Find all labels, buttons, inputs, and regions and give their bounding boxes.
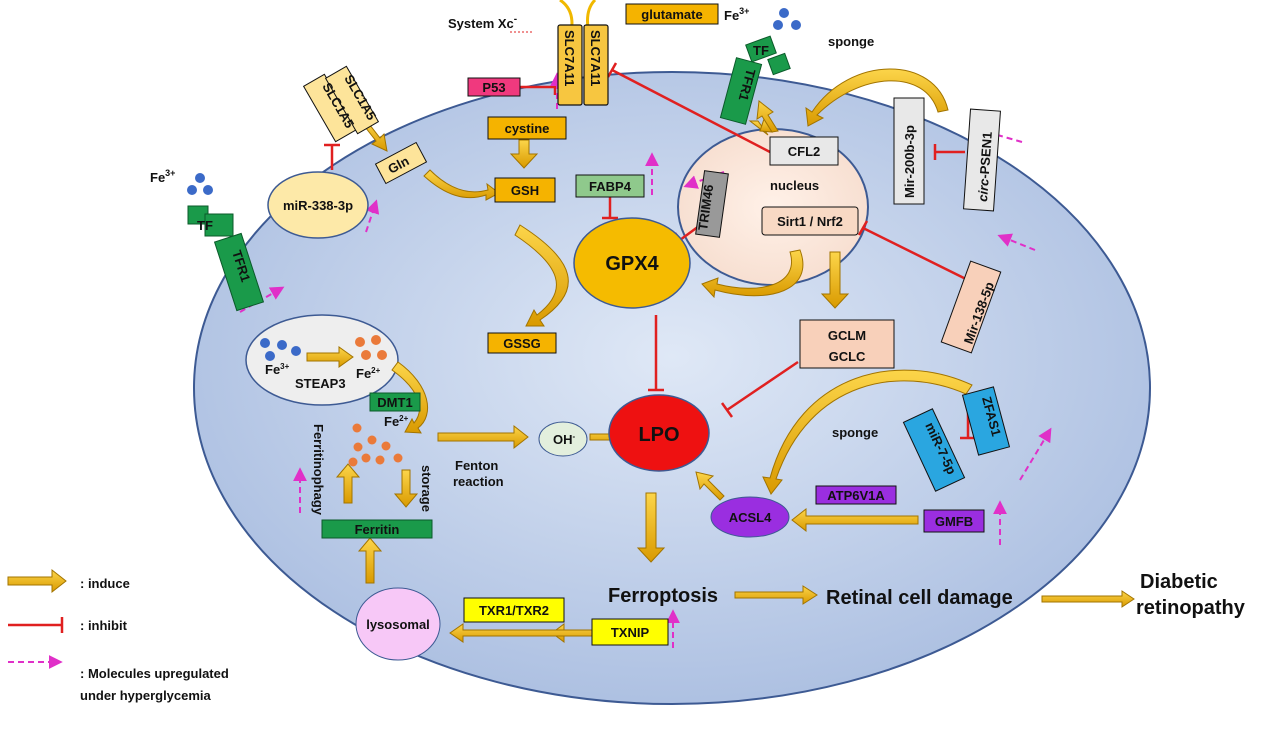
diabetic-label-2: retinopathy xyxy=(1136,597,1246,619)
gpx4-ellipse xyxy=(573,217,691,309)
fe3-top-ions xyxy=(773,8,801,30)
mir200b-box xyxy=(893,97,925,205)
ferroptosis-label: Ferroptosis xyxy=(608,585,718,607)
fenton-label-2: reaction xyxy=(453,474,504,489)
fenton-label-1: Fenton xyxy=(455,458,498,473)
slc7a11-label-a: SLC7A11 xyxy=(562,30,577,86)
gmfb-label: GMFB xyxy=(935,514,973,529)
system-xc-label: System Xc- xyxy=(448,14,517,31)
tf-top-label: TF xyxy=(753,43,769,58)
glutamate-label: glutamate xyxy=(641,7,702,22)
ferritinophagy-label: Ferritinophagy xyxy=(311,424,326,516)
atp6v1a-label: ATP6V1A xyxy=(827,488,885,503)
cystine-label: cystine xyxy=(505,121,550,136)
gmfb-box xyxy=(923,509,985,533)
mir338-ellipse xyxy=(267,171,369,239)
diabetic-label-1: Diabetic xyxy=(1140,571,1218,593)
steap-fe3-label: Fe3+ xyxy=(265,362,290,377)
gsh-box xyxy=(494,177,556,203)
fabp4-label: FABP4 xyxy=(589,179,632,194)
oh-label: OH- xyxy=(553,432,576,447)
zfas1-box xyxy=(961,386,1011,456)
sirt1-nrf2-box xyxy=(761,206,859,236)
circ-psen1-box xyxy=(963,108,1001,212)
legend-upregulated-label-2: under hyperglycemia xyxy=(80,688,212,703)
circ-psen1-label: circ-PSEN1 xyxy=(975,131,995,202)
gssg-box xyxy=(487,332,557,354)
mir7-box xyxy=(902,408,966,492)
ferritin-label: Ferritin xyxy=(355,522,400,537)
sirt1-nrf2-label: Sirt1 / Nrf2 xyxy=(777,214,843,229)
acsl4-label: ACSL4 xyxy=(729,510,772,525)
lpo-label: LPO xyxy=(638,424,679,446)
tfr1-top-receptor: TF TFR1 xyxy=(719,35,791,125)
trim46-label: TRIM46 xyxy=(695,184,716,232)
trim46-box xyxy=(695,170,729,238)
fe3-left-label: Fe3+ xyxy=(150,168,175,185)
glutamate-box xyxy=(625,3,719,25)
tfr1-left-receptor: TF TFR1 xyxy=(187,205,265,312)
gclc-label: GCLC xyxy=(829,349,866,364)
txr-box xyxy=(463,597,565,623)
acsl4-ellipse xyxy=(710,496,790,538)
cell-membrane xyxy=(193,71,1151,705)
fe2-mid-label: Fe2+ xyxy=(384,414,409,429)
txnip-box xyxy=(591,618,669,646)
legend-upregulated-label-1: : Molecules upregulated xyxy=(80,666,229,681)
legend: : induce : inhibit : Molecules upregulat… xyxy=(7,568,229,703)
gssg-label: GSSG xyxy=(503,336,541,351)
retinal-damage-label: Retinal cell damage xyxy=(826,587,1013,609)
gclm-label: GCLM xyxy=(828,328,866,343)
oh-ellipse xyxy=(538,421,588,457)
dmt1-label: DMT1 xyxy=(377,395,412,410)
gln-box xyxy=(374,141,428,185)
tf-left-label: TF xyxy=(197,218,213,233)
mir338-label: miR-338-3p xyxy=(283,198,353,213)
lpo-ellipse xyxy=(608,394,710,472)
storage-label: storage xyxy=(419,465,434,512)
nucleus-label: nucleus xyxy=(770,178,819,193)
steap-fe2-ions xyxy=(355,335,387,360)
gclm-gclc-box xyxy=(799,319,895,369)
dmt1-box xyxy=(369,392,421,412)
atp6v1a-box xyxy=(815,485,897,505)
txnip-label: TXNIP xyxy=(611,625,650,640)
cystine-box xyxy=(487,116,567,140)
sponge-top-label: sponge xyxy=(828,34,874,49)
p53-label: P53 xyxy=(482,80,505,95)
sponge-mid-label: sponge xyxy=(832,425,878,440)
mir138-box xyxy=(940,260,1002,354)
steap3-label: STEAP3 xyxy=(295,376,346,391)
mir200b-label: Mir-200b-3p xyxy=(902,125,917,198)
gpx4-label: GPX4 xyxy=(605,253,659,275)
txr-label: TXR1/TXR2 xyxy=(479,603,549,618)
induce-arrows xyxy=(306,100,1135,643)
slc7a11-label-b: SLC7A11 xyxy=(588,30,603,86)
lysosomal-ellipse xyxy=(355,587,441,661)
legend-inhibit-label: : inhibit xyxy=(80,618,128,633)
legend-induce-label: : induce xyxy=(80,576,130,591)
p53-box xyxy=(467,77,521,97)
gsh-label: GSH xyxy=(511,183,539,198)
steap-fe3-ions xyxy=(260,338,301,361)
inhibit-lines xyxy=(324,62,979,440)
fe3-top-label: Fe3+ xyxy=(724,6,749,23)
fabp4-box xyxy=(575,174,645,198)
upregulated-markers xyxy=(239,72,1052,648)
ferritin-box xyxy=(321,519,433,539)
cfl2-box xyxy=(769,136,839,166)
legend-induce-icon xyxy=(7,568,67,594)
fe2-mid-ions xyxy=(348,423,403,467)
lysosomal-label: lysosomal xyxy=(366,617,430,632)
slc7a11-transporter: SLC7A11 SLC7A11 xyxy=(557,0,609,106)
curved-induce-arrows xyxy=(391,68,973,495)
fe3-left-ions xyxy=(187,173,213,195)
cfl2-label: CFL2 xyxy=(788,144,821,159)
steap-fe2-label: Fe2+ xyxy=(356,366,381,381)
